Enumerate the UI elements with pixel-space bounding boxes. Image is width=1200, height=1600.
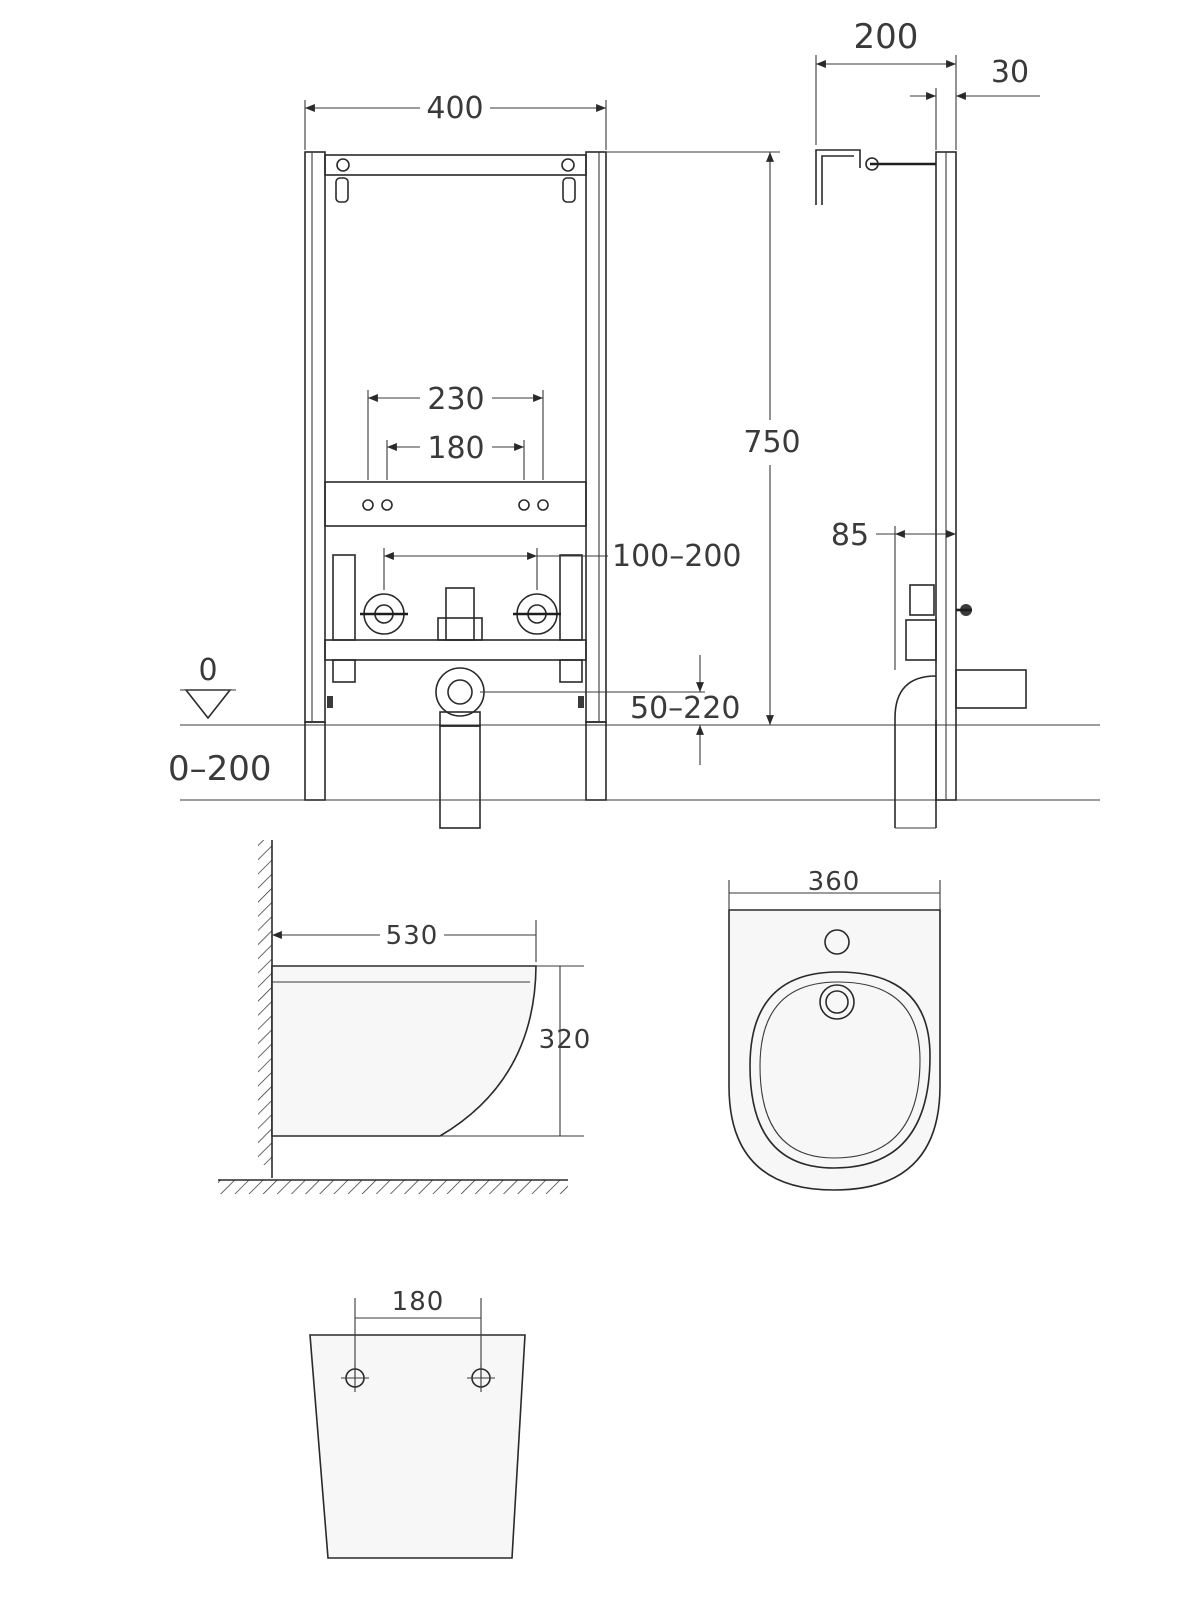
hanger-right bbox=[562, 177, 576, 203]
frame-side-view: 200 30 750 85 bbox=[606, 17, 1040, 829]
mounting-bolt-left bbox=[341, 1364, 369, 1392]
bracket-right bbox=[559, 554, 583, 641]
dim-tap-outer: 230 bbox=[427, 382, 484, 417]
bracket-left bbox=[332, 554, 356, 641]
drain-pipe bbox=[439, 725, 481, 829]
wall-hatch bbox=[258, 840, 272, 1165]
bidet-top-view: 360 bbox=[728, 867, 941, 1191]
bowl-outer bbox=[749, 971, 931, 1169]
drain-hole-inner bbox=[825, 990, 849, 1014]
floor-hatch bbox=[218, 1180, 568, 1194]
dim-floor-adjust: 0–200 bbox=[168, 749, 272, 789]
wall-hook bbox=[815, 149, 861, 205]
dim-frame-height: 750 bbox=[743, 425, 800, 460]
bidet-rear-outline bbox=[309, 1334, 526, 1559]
floor-level-value: 0 bbox=[198, 653, 217, 688]
side-drain-outlet bbox=[955, 669, 1027, 709]
frame-front-view: 400 230 180 100–200 50–220 0 0–200 bbox=[168, 91, 1100, 829]
dim-supply-spacing: 100–200 bbox=[612, 539, 742, 574]
hanger-bolt-right bbox=[561, 158, 575, 172]
dim-side-depth: 200 bbox=[854, 17, 919, 57]
dim-bidet-depth: 530 bbox=[386, 921, 439, 951]
supply-valve-left bbox=[360, 593, 408, 635]
bidet-rear-view: 180 bbox=[309, 1287, 526, 1559]
top-rail bbox=[324, 154, 587, 176]
hanger-left bbox=[335, 177, 349, 203]
side-drain-elbow bbox=[894, 675, 937, 828]
dim-bidet-height: 320 bbox=[539, 1025, 592, 1055]
bidet-side-view: 530 320 bbox=[218, 840, 592, 1194]
dim-frame-width: 400 bbox=[426, 91, 483, 126]
dim-wall-gap: 30 bbox=[991, 55, 1029, 90]
bidet-body-side bbox=[271, 965, 537, 1137]
left-upright bbox=[304, 151, 326, 723]
drain-fitting bbox=[435, 667, 485, 829]
dim-tap-inner: 180 bbox=[427, 431, 484, 466]
floor-level-symbol: 0 bbox=[180, 653, 236, 720]
mounting-bolt-right bbox=[467, 1364, 495, 1392]
supply-valve-right bbox=[513, 593, 561, 635]
mixer-connector bbox=[445, 587, 475, 641]
tap-rail bbox=[324, 481, 587, 527]
hanger-bolt-left bbox=[336, 158, 350, 172]
left-foot bbox=[304, 721, 326, 801]
dim-bidet-width: 360 bbox=[808, 867, 861, 897]
right-upright bbox=[585, 151, 607, 723]
dim-bolt-spacing: 180 bbox=[392, 1287, 445, 1317]
dim-frame-offset: 85 bbox=[831, 518, 869, 553]
side-valve bbox=[905, 619, 937, 661]
bowl-inner bbox=[759, 981, 921, 1159]
tap-hole bbox=[824, 929, 850, 955]
dim-drain-height: 50–220 bbox=[630, 691, 740, 726]
mounting-rail bbox=[324, 639, 587, 661]
right-foot bbox=[585, 721, 607, 801]
drain-hole-outer bbox=[819, 984, 855, 1020]
